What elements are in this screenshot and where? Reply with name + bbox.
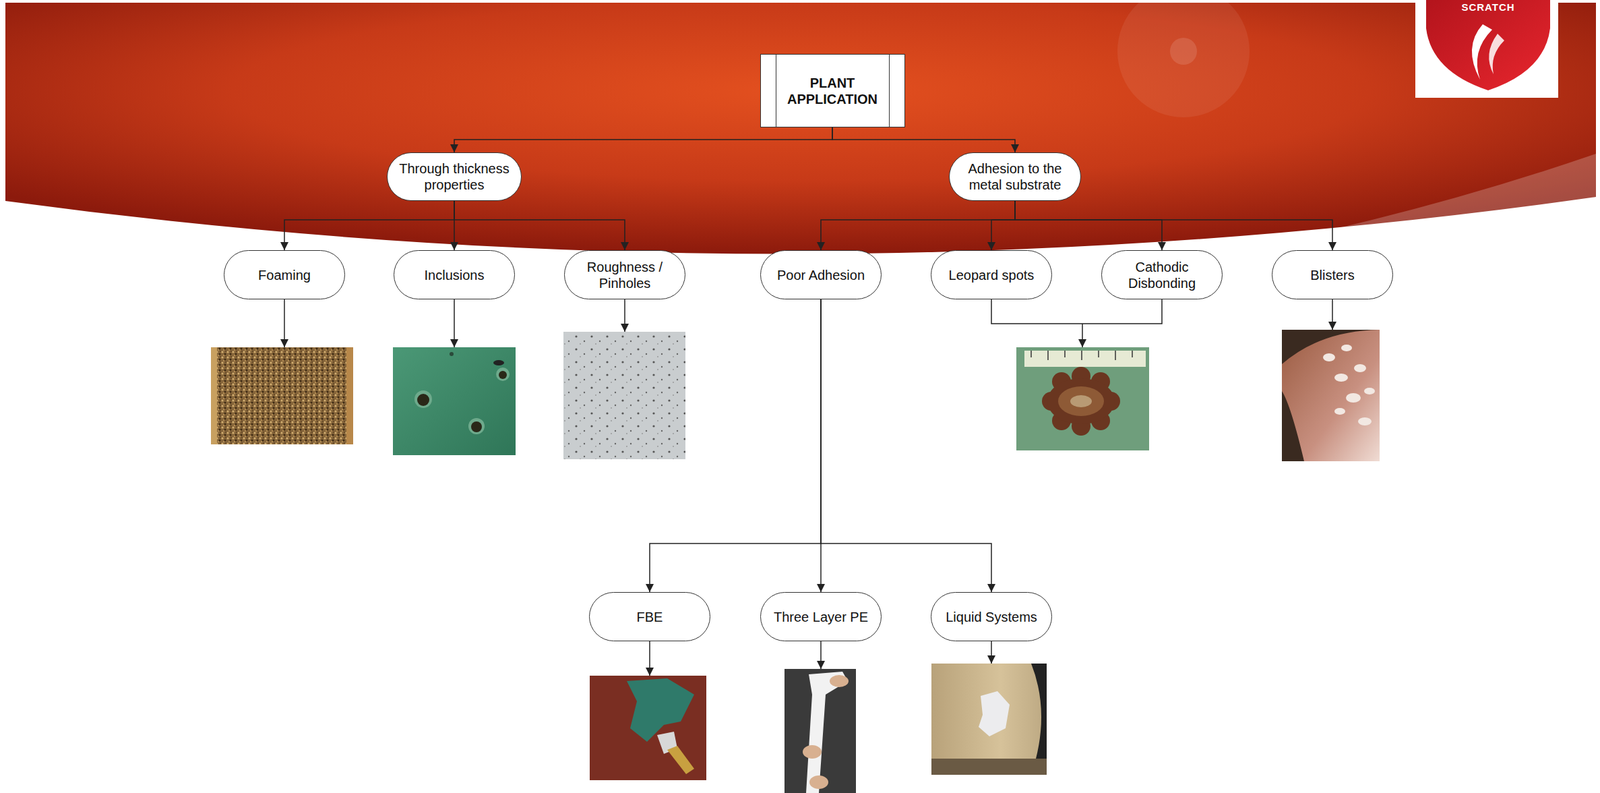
tree-connector	[1014, 200, 1333, 251]
logo-text: SCRATCH	[1461, 1, 1515, 13]
category-pill: Blisters	[1271, 250, 1394, 300]
node-label: Adhesion to the metal substrate	[959, 160, 1071, 193]
tree-connector	[649, 299, 821, 592]
node-label: Roughness / Pinholes	[574, 258, 676, 292]
title-box: PLANT APPLICATION	[760, 53, 906, 128]
category-pill: Leopard spots	[930, 250, 1053, 300]
node-label: Poor Adhesion	[777, 266, 865, 284]
category-pill: Three Layer PE	[760, 591, 882, 641]
node-label: Liquid Systems	[945, 608, 1038, 625]
node-label: Cathodic Disbonding	[1111, 258, 1213, 292]
category-pill: FBE	[589, 591, 711, 641]
tree-connector	[832, 127, 1015, 153]
tree-connector	[1014, 200, 1162, 251]
node-label: Foaming	[258, 266, 311, 284]
tree-connector	[454, 200, 625, 251]
tree-connector	[820, 200, 1015, 251]
category-pill: Liquid Systems	[930, 591, 1053, 641]
side-bar	[775, 54, 777, 127]
category-pill: Roughness / Pinholes	[564, 250, 686, 300]
category-pill: Inclusions	[393, 250, 515, 300]
node-label: Three Layer PE	[773, 608, 869, 625]
tree-connector	[454, 127, 833, 153]
tree-connector	[991, 200, 1015, 251]
tree-connector	[820, 299, 992, 592]
category-pill: Poor Adhesion	[760, 250, 882, 300]
node-label: Blisters	[1310, 266, 1355, 284]
category-pill: Through thickness properties	[386, 152, 522, 201]
node-label: Through thickness properties	[396, 160, 512, 193]
side-bar	[888, 54, 890, 127]
node-label: FBE	[636, 608, 664, 625]
node-label: Inclusions	[424, 266, 485, 284]
category-pill: Foaming	[223, 250, 346, 300]
category-pill: Cathodic Disbonding	[1101, 250, 1223, 300]
node-label: PLANT APPLICATION	[783, 74, 882, 108]
tree-connector	[284, 200, 455, 251]
category-pill: Adhesion to the metal substrate	[948, 152, 1082, 201]
node-label: Leopard spots	[948, 266, 1035, 284]
